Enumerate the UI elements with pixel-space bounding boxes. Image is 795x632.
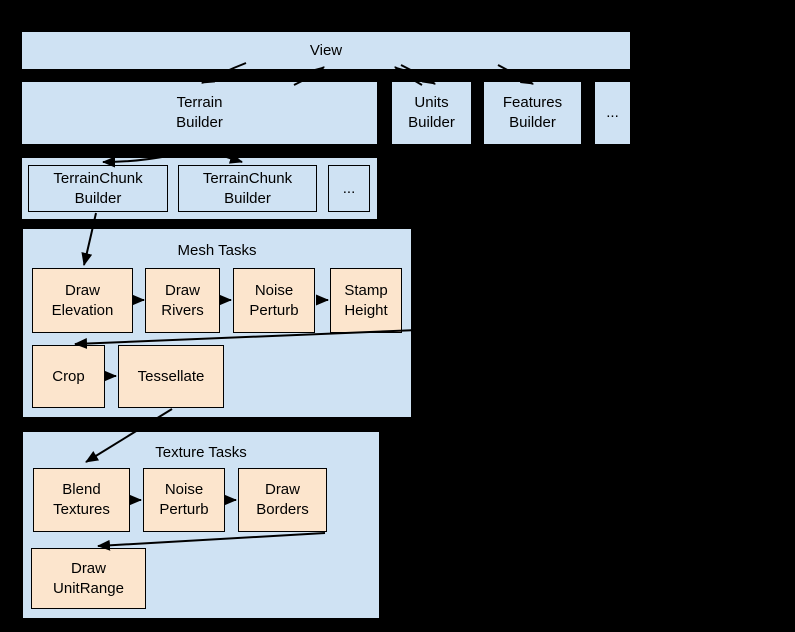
draw-borders-node: Draw Borders <box>238 468 327 532</box>
terrain-chunk-overflow-node: ... <box>328 165 370 212</box>
terrain-builder-node: Terrain Builder <box>22 82 377 144</box>
tessellate-node: Tessellate <box>118 345 224 408</box>
view-node: View <box>22 32 630 69</box>
noise-perturb-texture-node: Noise Perturb <box>143 468 225 532</box>
features-builder-node: Features Builder <box>484 82 581 144</box>
units-builder-node: Units Builder <box>392 82 471 144</box>
terrain-chunk-builder-2-node: TerrainChunk Builder <box>178 165 317 212</box>
draw-rivers-node: Draw Rivers <box>145 268 220 333</box>
blend-textures-node: Blend Textures <box>33 468 130 532</box>
noise-perturb-mesh-node: Noise Perturb <box>233 268 315 333</box>
texture-tasks-label: Texture Tasks <box>155 444 247 461</box>
mesh-tasks-label: Mesh Tasks <box>177 242 257 259</box>
draw-unitrange-node: Draw UnitRange <box>31 548 146 609</box>
crop-node: Crop <box>32 345 105 408</box>
draw-elevation-node: Draw Elevation <box>32 268 133 333</box>
builders-overflow-node: ... <box>595 82 630 144</box>
terrain-chunk-builder-1-node: TerrainChunk Builder <box>28 165 168 212</box>
stamp-height-node: Stamp Height <box>330 268 402 333</box>
